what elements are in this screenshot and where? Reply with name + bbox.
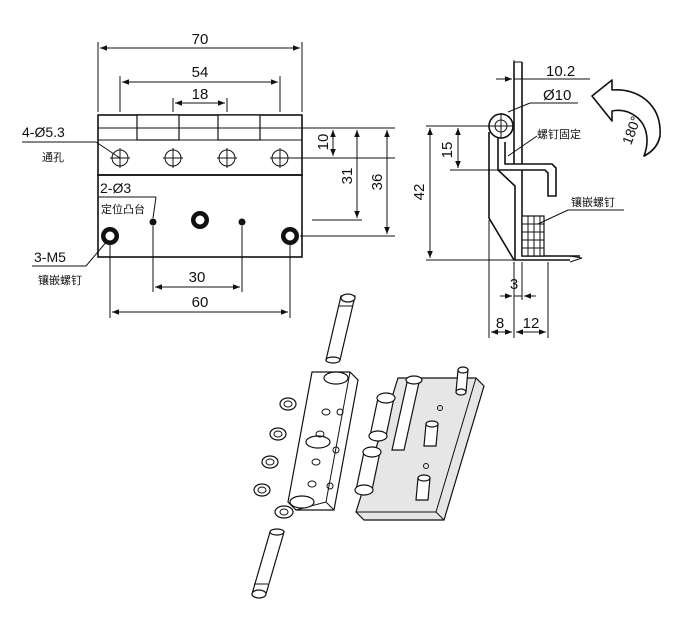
through-holes bbox=[110, 148, 290, 168]
exploded-right-leaf bbox=[354, 366, 485, 521]
side-insert-screw bbox=[521, 215, 545, 257]
through-hole-spec-label: 4-Ø5.3 bbox=[22, 124, 65, 140]
locating-boss-note: 定位凸台 bbox=[101, 202, 145, 216]
rotation-angle-label: 180° bbox=[619, 114, 644, 147]
insert-screw-spec-label: 3-M5 bbox=[34, 249, 66, 265]
front-view: 70 54 18 4-Ø5.3 通孔 2-Ø3 定位凸台 3-M5 镶嵌螺钉 3… bbox=[22, 31, 395, 318]
dimension-10-2: 10.2 bbox=[546, 63, 575, 80]
locating-boss-spec-label: 2-Ø3 bbox=[100, 180, 131, 196]
exploded-isometric-view bbox=[251, 293, 485, 599]
dimension-overall-width: 70 bbox=[192, 31, 209, 48]
dimension-inner-spacing: 18 bbox=[192, 86, 209, 103]
hinge-upper-leaf bbox=[97, 114, 303, 176]
dimension-15: 15 bbox=[439, 142, 456, 159]
dimension-3: 3 bbox=[510, 276, 518, 293]
through-hole-note: 通孔 bbox=[42, 151, 64, 164]
locating-bosses bbox=[149, 218, 246, 226]
side-insert-screw-note: 镶嵌螺钉 bbox=[571, 195, 615, 209]
dimension-12: 12 bbox=[523, 315, 540, 332]
dimension-boss-spacing: 30 bbox=[189, 269, 206, 286]
hinge-lower-leaf bbox=[97, 174, 303, 258]
dimension-hole-offset: 10 bbox=[315, 134, 332, 151]
insert-screw-note: 镶嵌螺钉 bbox=[38, 273, 82, 287]
dimension-31: 31 bbox=[339, 168, 356, 185]
rotation-arrow-icon bbox=[591, 79, 661, 157]
dimension-42: 42 bbox=[411, 184, 428, 201]
dimension-hole-spacing: 54 bbox=[192, 64, 209, 81]
exploded-left-leaf bbox=[253, 371, 359, 519]
dimension-screw-spacing: 60 bbox=[192, 294, 209, 311]
right-leaf-knuckles bbox=[354, 375, 423, 496]
right-leaf-bosses bbox=[415, 366, 469, 501]
screw-fixed-note: 螺钉固定 bbox=[537, 127, 581, 141]
side-view: 10.2 Ø10 螺钉固定 15 42 镶嵌螺钉 3 8 12 bbox=[411, 60, 661, 338]
dimension-36: 36 bbox=[369, 174, 386, 191]
insert-screws bbox=[101, 211, 299, 245]
hinge-pin-top bbox=[325, 293, 356, 364]
hinge-pin-bottom bbox=[251, 528, 285, 599]
dimension-8: 8 bbox=[496, 315, 504, 332]
pin-diameter-label: Ø10 bbox=[543, 87, 571, 104]
